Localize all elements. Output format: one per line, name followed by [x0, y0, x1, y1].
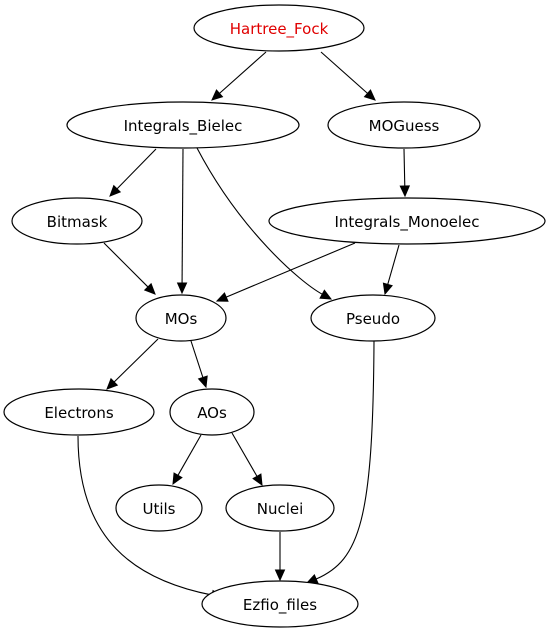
arrowhead-icon	[109, 184, 122, 197]
node-integrals-bielec: Integrals_Bielec	[66, 101, 300, 149]
arrowhead-icon	[106, 377, 119, 390]
edge-line	[113, 338, 159, 383]
arrowhead-icon	[363, 89, 376, 101]
node-hartree-fock: Hartree_Fock	[193, 4, 365, 52]
node-ellipse	[193, 4, 365, 52]
node-ezfio-files: Ezfio_files	[201, 580, 359, 628]
edge-line	[190, 340, 204, 378]
node-mos: MOs	[135, 294, 227, 342]
graph-edges	[77, 51, 411, 601]
arrowhead-icon	[305, 573, 319, 584]
edge-moguess-to-integrals-monoelec	[399, 148, 411, 198]
node-electrons: Electrons	[3, 388, 155, 436]
node-utils: Utils	[115, 484, 203, 532]
node-ellipse	[135, 294, 227, 342]
node-ellipse	[115, 484, 203, 532]
node-label: Electrons	[44, 404, 114, 422]
node-ellipse	[169, 388, 255, 436]
arrowhead-icon	[215, 292, 229, 302]
edge-integrals-bielec-to-bitmask	[109, 148, 157, 197]
node-ellipse	[11, 197, 143, 245]
edge-mos-to-electrons	[106, 338, 159, 390]
node-label: Bitmask	[47, 213, 108, 231]
arrowhead-icon	[143, 282, 156, 295]
arrowhead-icon	[399, 185, 411, 198]
edge-line	[219, 51, 267, 94]
arrowhead-icon	[252, 473, 263, 487]
edge-line	[231, 432, 258, 477]
node-ellipse	[327, 101, 481, 149]
node-label: Pseudo	[346, 310, 400, 328]
edge-integrals-monoelec-to-pseudo	[382, 244, 400, 296]
edge-line	[226, 242, 356, 298]
arrowhead-icon	[197, 375, 208, 389]
arrowhead-icon	[211, 89, 224, 101]
node-nuclei: Nuclei	[225, 484, 335, 532]
edge-integrals-monoelec-to-mos	[215, 242, 356, 302]
node-label: Nuclei	[257, 500, 304, 518]
node-label: Integrals_Bielec	[124, 117, 243, 136]
node-label: MOs	[165, 310, 198, 328]
node-ellipse	[3, 388, 155, 436]
edge-integrals-bielec-to-pseudo	[196, 147, 333, 300]
edge-hartree-fock-to-integrals-bielec	[211, 51, 267, 101]
edge-line	[181, 148, 184, 284]
edge-line	[103, 242, 149, 288]
node-ellipse	[66, 101, 300, 149]
node-pseudo: Pseudo	[310, 294, 436, 342]
edge-hartree-fock-to-moguess	[320, 51, 376, 101]
edge-pseudo-to-ezfio-files	[305, 340, 375, 584]
arrowhead-icon	[274, 569, 286, 582]
node-bitmask: Bitmask	[11, 197, 143, 245]
edge-bitmask-to-mos	[103, 242, 156, 295]
edge-line	[315, 340, 375, 580]
edge-line	[177, 434, 202, 476]
arrowhead-icon	[176, 282, 188, 295]
edge-aos-to-utils	[172, 434, 202, 486]
node-ellipse	[225, 484, 335, 532]
edge-line	[387, 244, 400, 285]
edge-nuclei-to-ezfio-files	[274, 532, 286, 582]
arrowhead-icon	[382, 282, 393, 296]
arrowhead-icon	[319, 289, 333, 300]
edge-line	[320, 51, 368, 94]
node-ellipse	[201, 580, 359, 628]
node-moguess: MOGuess	[327, 101, 481, 149]
node-label: Integrals_Monoelec	[334, 213, 479, 232]
node-ellipse	[310, 294, 436, 342]
edge-line	[116, 148, 157, 190]
node-label: Utils	[142, 500, 175, 518]
node-label: Hartree_Fock	[230, 20, 329, 39]
edge-aos-to-nuclei	[231, 432, 263, 487]
edge-mos-to-aos	[190, 340, 208, 389]
edge-line	[403, 148, 406, 187]
node-label: Ezfio_files	[243, 596, 317, 615]
node-integrals-monoelec: Integrals_Monoelec	[268, 197, 546, 245]
node-label: AOs	[197, 404, 227, 422]
edge-line	[196, 147, 323, 295]
node-aos: AOs	[169, 388, 255, 436]
edge-integrals-bielec-to-mos	[176, 148, 188, 295]
edge-line	[77, 435, 213, 596]
arrowhead-icon	[172, 472, 183, 486]
node-ellipse	[268, 197, 546, 245]
node-label: MOGuess	[369, 117, 440, 135]
